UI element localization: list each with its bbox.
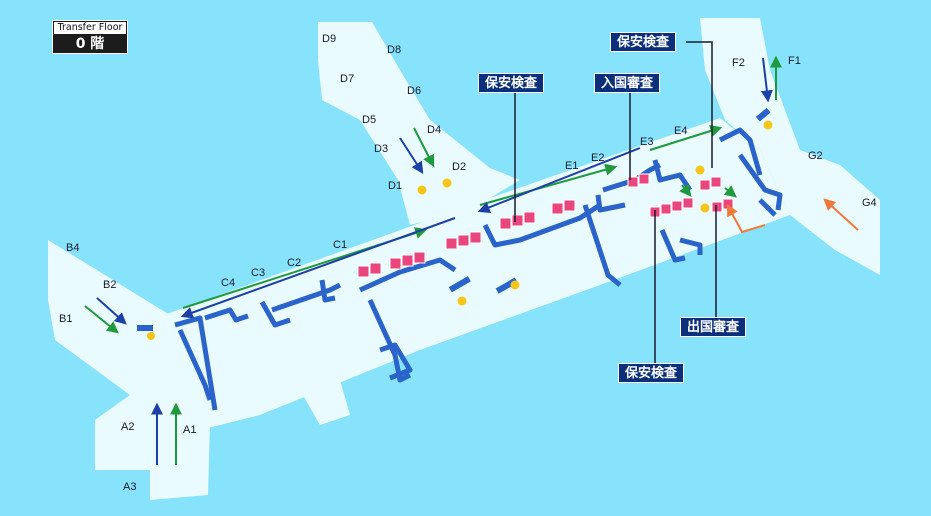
emigration-callout: 出国審査	[680, 317, 747, 337]
escalator-icon	[442, 178, 452, 188]
escalator-icon	[448, 276, 471, 306]
terminal-floor	[48, 18, 880, 500]
gate-label: D9	[322, 33, 336, 45]
escalator-icon	[137, 325, 155, 340]
gate-label: A3	[123, 481, 136, 493]
escalator-icons	[137, 107, 773, 340]
gate-label: E3	[640, 136, 653, 148]
floor-indicator: Transfer Floor 0 階	[52, 20, 128, 54]
security-checkpoint-callout: 保安検査	[478, 73, 545, 93]
gate-label: D5	[362, 114, 376, 126]
gate-label: D1	[388, 180, 402, 192]
gate-label: E4	[674, 125, 687, 137]
gate-label: B2	[103, 279, 116, 291]
escalator-icon	[495, 277, 520, 294]
escalator-icon	[695, 165, 705, 175]
flow-arrows	[84, 55, 859, 465]
gate-label: C1	[333, 239, 347, 251]
gate-label: F1	[788, 55, 801, 67]
floor-level: 0 階	[75, 36, 105, 52]
escalator-icon	[700, 203, 710, 213]
gate-label: G4	[862, 197, 877, 209]
gate-label: D8	[387, 44, 401, 56]
gate-label: G2	[808, 150, 823, 162]
gate-label: E2	[591, 152, 604, 164]
gate-label: D6	[407, 85, 421, 97]
gate-label: F2	[732, 57, 745, 69]
immigration-callout: 入国審査	[594, 73, 661, 93]
gate-label: D4	[427, 124, 441, 136]
gate-labels: D9 D8 D7 D6 D5 D4 D3 D2 D1 E1 E2 E3 E4 F…	[59, 33, 877, 493]
escalator-icon	[755, 107, 773, 130]
gate-label: B1	[59, 313, 72, 325]
wall-structures	[174, 127, 783, 411]
gate-label: A1	[183, 424, 196, 436]
security-checkpoint-callout: 保安検査	[610, 32, 677, 52]
escalator-icon	[417, 185, 427, 195]
gate-label: E1	[565, 160, 578, 172]
floor-label: Transfer Floor	[54, 22, 126, 34]
gate-label: C3	[251, 267, 265, 279]
gate-label: D3	[374, 143, 388, 155]
security-checkpoint-callout: 保安検査	[618, 363, 685, 383]
gate-label: A2	[121, 421, 134, 433]
gate-label: C2	[287, 257, 301, 269]
gate-label: D2	[452, 161, 466, 173]
gate-label: C4	[221, 277, 235, 289]
gate-label: D7	[340, 73, 354, 85]
gate-label: B4	[66, 242, 79, 254]
callout-leaders	[514, 41, 717, 365]
